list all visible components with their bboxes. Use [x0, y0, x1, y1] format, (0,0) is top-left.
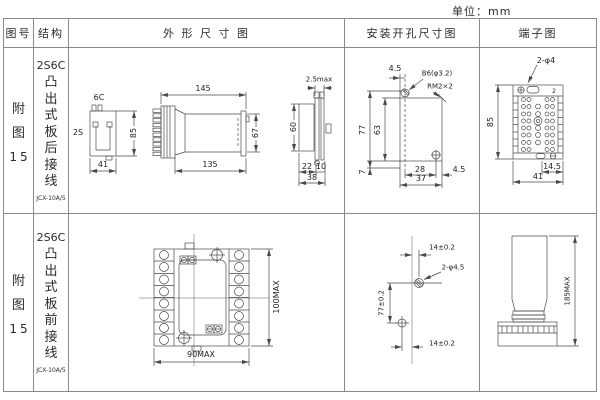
row1-terminal-cell: 2-φ4 2 85 14.5 41	[480, 48, 596, 214]
outline-drawing-front	[139, 234, 273, 366]
row2-structure-cell: 2S6C 凸出式板前接线 JCX-10A/5	[34, 214, 69, 391]
header-mounting-label: 安装开孔尺寸图	[366, 27, 458, 40]
header-fig-no: 图号	[4, 19, 34, 48]
dim-label: 185MAX	[563, 276, 572, 306]
dim-label: 22	[301, 162, 313, 171]
dim-label: 14±0.2	[429, 339, 455, 348]
model-note: JCX-10A/5	[36, 194, 66, 202]
header-mounting: 安装开孔尺寸图	[345, 19, 480, 48]
dim-label: 28	[414, 165, 426, 174]
dim-label: 2-φ4.5	[441, 263, 465, 272]
dim-label: 38	[306, 173, 318, 182]
fig-label: 附图	[11, 273, 25, 313]
row1-fig-cell: 附图 15	[4, 48, 34, 214]
header-structure-label: 结构	[38, 27, 64, 40]
dim-label: 63	[373, 124, 382, 136]
terminal-drawing-front	[497, 235, 579, 347]
dim-label: 2S	[72, 128, 84, 137]
row2-terminal-cell: 185MAX	[480, 214, 596, 391]
dim-label: 14±0.2	[429, 243, 455, 252]
dim-label: 2.5max	[305, 75, 333, 84]
header-outline: 外 形 尺 寸 图	[69, 19, 345, 48]
fig-number: 15	[9, 321, 31, 336]
dimension-table: 图号 结构 外 形 尺 寸 图 安装开孔尺寸图 端子图 附图 15 2S6C 凸…	[3, 18, 597, 392]
unit-label: 单位：mm	[452, 5, 512, 18]
terminal-pin-number: 2	[552, 88, 556, 95]
dim-label: 37	[415, 174, 427, 183]
dim-label: 4.5	[452, 165, 466, 174]
header-terminal: 端子图	[480, 19, 596, 48]
dim-label: 77	[358, 124, 367, 136]
header-outline-label: 外 形 尺 寸 图	[163, 27, 250, 40]
dim-label: 85	[486, 116, 495, 128]
structure-desc: 凸出式板前接线	[44, 247, 58, 362]
dim-label: 7	[358, 169, 367, 175]
mounting-drawing-front	[387, 236, 442, 364]
dim-label: 90MAX	[186, 350, 216, 359]
row2-mounting-cell: 14±0.2 2-φ4.5 77±0.2 14±0.2	[345, 214, 480, 391]
model-label: 2S6C	[36, 231, 66, 245]
terminal-drawing-rear	[495, 64, 564, 185]
dim-label: 41	[532, 172, 544, 181]
dim-label: 145	[195, 84, 211, 93]
dim-label: B6(φ3.2)	[421, 69, 453, 78]
dim-label: 67	[251, 127, 260, 139]
dim-label: 10	[315, 162, 327, 171]
row2-fig-cell: 附图 15	[4, 214, 34, 391]
dim-label: 100MAX	[272, 280, 281, 314]
dim-label: 77±0.2	[377, 290, 386, 316]
structure-desc: 凸出式板后接线	[44, 75, 58, 190]
dim-label: 60	[289, 121, 298, 133]
dim-label: 14.5	[543, 162, 561, 171]
fig-label: 附图	[11, 101, 25, 141]
dim-label: 85	[129, 127, 138, 139]
row1-outline-cell: 6C 2S 85 41 145 67 135 2.5max 60 22 10 3…	[69, 48, 345, 214]
dim-label: 4.5	[388, 64, 402, 73]
model-label: 2S6C	[36, 59, 66, 73]
row1-mounting-cell: 4.5 B6(φ3.2) RM2×2 77 63 7 28 37 4.5	[345, 48, 480, 214]
header-structure: 结构	[34, 19, 69, 48]
outline-drawing-rear	[89, 85, 332, 186]
model-note: JCX-10A/5	[36, 366, 66, 374]
fig-number: 15	[9, 149, 31, 164]
dim-label: 135	[202, 160, 218, 169]
row1-structure-cell: 2S6C 凸出式板后接线 JCX-10A/5	[34, 48, 69, 214]
dim-label: RM2×2	[427, 82, 453, 91]
header-terminal-label: 端子图	[518, 27, 558, 40]
dim-label: 41	[97, 160, 109, 169]
dim-label: 6C	[93, 93, 105, 102]
dim-label: 2-φ4	[536, 56, 556, 65]
header-fig-no-label: 图号	[5, 27, 32, 40]
mounting-drawing-rear	[367, 74, 452, 188]
row2-outline-cell: 90MAX 100MAX	[69, 214, 345, 391]
